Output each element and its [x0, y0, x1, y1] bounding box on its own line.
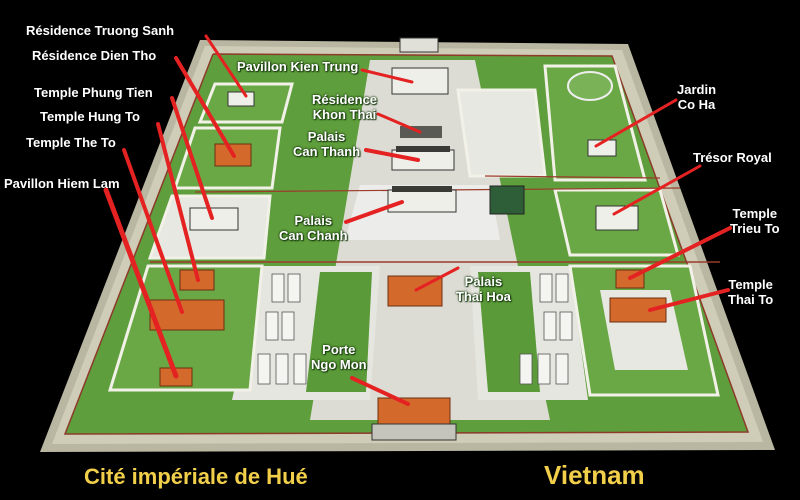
pointer-ngo-mon: [350, 376, 410, 406]
pointer-kien-trung: [360, 68, 414, 84]
pointer-dien-tho: [174, 56, 236, 158]
label-temple-trieu-to: Temple Trieu To: [730, 206, 780, 236]
label-porte-ngo-mon-line2: Ngo Mon: [311, 357, 367, 372]
block-co-ha: [543, 64, 647, 182]
bldg-phung-tien: [189, 207, 239, 231]
bldg-the-to: [149, 299, 225, 331]
label-temple-thai-to: Temple Thai To: [728, 277, 773, 307]
pointer-hiem-lam: [103, 187, 179, 379]
label-porte-ngo-mon: Porte Ngo Mon: [311, 342, 367, 372]
pointer-thai-to: [648, 288, 730, 312]
palais-can-chanh-roof: [392, 186, 452, 192]
pond-co-ha: [567, 71, 613, 101]
pointer-trieu-to: [628, 226, 732, 280]
label-palais-can-chanh-line1: Palais: [294, 213, 333, 228]
pointer-phung-tien: [170, 96, 214, 220]
plaza-right-pavilions: [519, 273, 573, 385]
pavillon-kien-trung-bldg: [391, 67, 449, 95]
label-temple-the-to: Temple The To: [26, 135, 116, 150]
label-temple-trieu-to-line1: Temple: [732, 206, 778, 221]
label-pavillon-hiem-lam: Pavillon Hiem Lam: [4, 176, 120, 191]
label-palais-can-thanh-line2: Can Thanh: [293, 144, 361, 159]
pointer-thai-hoa: [414, 266, 460, 292]
pointer-lines: [103, 34, 732, 406]
block-khon-thai: [456, 88, 547, 178]
label-palais-thai-hoa-line1: Palais: [464, 274, 503, 289]
label-residence-khon-thai: Résidence Khon Thai: [312, 92, 377, 122]
bldg-tresor-royal: [595, 205, 639, 231]
plaza-left-pavilions: [257, 273, 307, 385]
label-residence-khon-thai-line2: Khon Thai: [312, 107, 377, 122]
pointer-can-chanh: [344, 200, 404, 224]
label-tresor-royal: Trésor Royal: [693, 150, 772, 165]
red-wall-h3: [484, 175, 661, 179]
label-palais-thai-hoa: Palais Thai Hoa: [456, 274, 511, 304]
label-palais-can-thanh-line1: Palais: [307, 129, 346, 144]
pointer-tresor: [612, 164, 702, 216]
palais-can-thanh-bldg: [391, 149, 455, 171]
label-temple-trieu-to-line2: Trieu To: [730, 221, 780, 236]
palais-can-thanh-roof: [396, 146, 450, 152]
label-palais-can-thanh: Palais Can Thanh: [293, 129, 360, 159]
label-temple-thai-to-line1: Temple: [728, 277, 773, 292]
label-temple-phung-tien: Temple Phung Tien: [34, 85, 153, 100]
pointer-the-to: [122, 148, 184, 314]
label-jardin-co-ha-line1: Jardin: [677, 82, 717, 97]
label-palais-thai-hoa-line2: Thai Hoa: [456, 289, 511, 304]
label-pavillon-kien-trung: Pavillon Kien Trung: [237, 59, 359, 74]
bldg-truong-sanh: [227, 91, 255, 107]
label-palais-can-chanh-line2: Can Chanh: [279, 228, 348, 243]
label-jardin-co-ha: Jardin Co Ha: [677, 82, 716, 112]
pointer-co-ha: [594, 98, 678, 148]
label-jardin-co-ha-line2: Co Ha: [677, 97, 716, 112]
caption-title-left: Cité impériale de Hué: [84, 464, 308, 489]
inner-wall-red-line: [63, 53, 750, 435]
label-temple-hung-to: Temple Hung To: [40, 109, 140, 124]
pointer-hung-to: [156, 122, 200, 282]
label-temple-thai-to-line2: Thai To: [728, 292, 774, 307]
bldg-co-ha: [587, 139, 617, 157]
label-residence-truong-sanh: Résidence Truong Sanh: [26, 23, 175, 38]
pointer-truong-sanh: [204, 34, 248, 98]
lawn-left: [306, 272, 372, 392]
label-porte-ngo-mon-line1: Porte: [322, 342, 356, 357]
pointer-can-thanh: [364, 148, 420, 162]
palais-can-chanh-bldg: [387, 189, 457, 213]
porte-ngo-mon-base: [371, 423, 457, 441]
north-gate: [399, 37, 439, 53]
bldg-east-dark: [489, 185, 525, 215]
label-palais-can-chanh: Palais Can Chanh: [279, 213, 348, 243]
label-residence-dien-tho: Résidence Dien Tho: [32, 48, 157, 63]
pointer-khon-thai: [376, 112, 422, 134]
label-residence-khon-thai-line1: Résidence: [312, 92, 378, 107]
caption-title-right: Vietnam: [544, 460, 645, 490]
